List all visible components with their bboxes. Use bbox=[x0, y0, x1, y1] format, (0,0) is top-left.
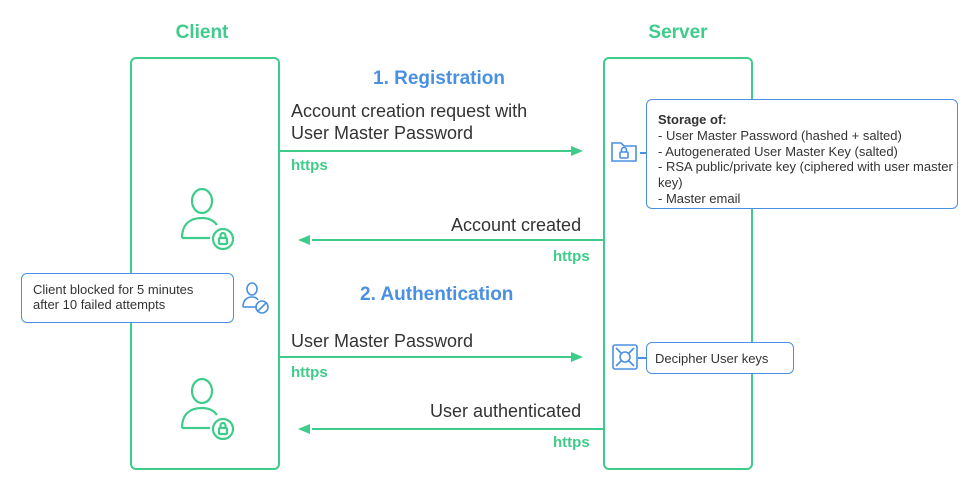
safe-icon bbox=[612, 344, 638, 370]
storage-note-title: Storage of: bbox=[658, 112, 727, 127]
https-label: https bbox=[553, 248, 590, 265]
https-label: https bbox=[553, 434, 590, 451]
storage-item: - Autogenerated User Master Key (salted) bbox=[658, 143, 898, 159]
storage-item: - Master email bbox=[658, 190, 741, 206]
storage-item: - RSA public/private key (ciphered with … bbox=[658, 159, 953, 191]
client-title: Client bbox=[175, 22, 229, 43]
master-password-label: User Master Password bbox=[291, 331, 474, 351]
user-blocked-icon bbox=[242, 282, 269, 314]
authentication-title: 2. Authentication bbox=[360, 284, 514, 305]
user-authenticated-label: User authenticated bbox=[430, 401, 582, 421]
storage-note: Storage of: - User Master Password (hash… bbox=[646, 99, 958, 209]
storage-note-connector bbox=[640, 152, 646, 154]
blocked-note-line1: Client blocked for 5 minutes bbox=[33, 282, 194, 297]
account-request-line2: User Master Password bbox=[291, 123, 474, 143]
decipher-note-connector bbox=[638, 357, 646, 359]
blocked-note: Client blocked for 5 minutes after 10 fa… bbox=[21, 273, 234, 323]
client-lane bbox=[130, 57, 280, 470]
storage-item: - User Master Password (hashed + salted) bbox=[658, 127, 902, 143]
account-created-label: Account created bbox=[451, 215, 582, 235]
account-request-line1: Account creation request with bbox=[291, 101, 528, 121]
user-lock-icon bbox=[180, 377, 235, 441]
decipher-note: Decipher User keys bbox=[646, 342, 794, 374]
folder-lock-icon bbox=[611, 142, 637, 162]
user-lock-icon bbox=[180, 187, 235, 251]
https-label: https bbox=[291, 157, 328, 174]
server-title: Server bbox=[648, 22, 708, 43]
registration-title: 1. Registration bbox=[373, 68, 505, 89]
blocked-note-line2: after 10 failed attempts bbox=[33, 297, 166, 312]
decipher-note-text: Decipher User keys bbox=[655, 351, 769, 366]
account-request-label: Account creation request with User Maste… bbox=[291, 100, 527, 144]
https-label: https bbox=[291, 364, 328, 381]
